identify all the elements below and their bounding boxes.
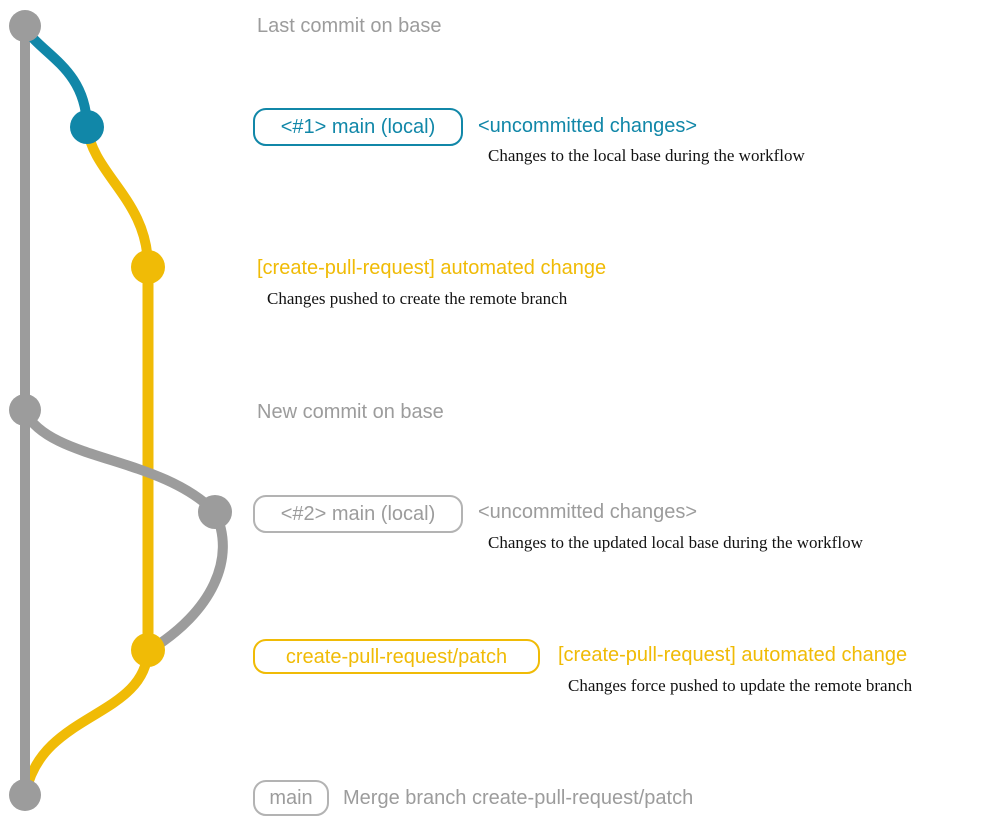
branch-tag-label: <#1> main (local) xyxy=(280,116,436,138)
patch-merge-curve xyxy=(21,649,153,794)
commit-dot-patch-1 xyxy=(131,250,165,284)
branch-tag-create-pull-request-patch: create-pull-request/patch xyxy=(253,639,540,674)
note-new-commit-on-base: New commit on base xyxy=(257,401,444,423)
commit-description-3: Changes to the updated local base during… xyxy=(488,533,863,552)
commit-dot-merge xyxy=(9,779,41,811)
commit-description-4: Changes force pushed to update the remot… xyxy=(568,676,913,695)
commit-message-merge: Merge branch create-pull-request/patch xyxy=(343,787,694,809)
commit-dot-patch-2 xyxy=(131,633,165,667)
commit-description-2: Changes pushed to create the remote bran… xyxy=(267,289,568,308)
commit-message-uncommitted-1: <uncommitted changes> xyxy=(478,115,698,137)
commit-message-automated-change-2: [create-pull-request] automated change xyxy=(558,644,908,666)
branch-tag-main: main xyxy=(253,780,329,816)
commit-description-1: Changes to the local base during the wor… xyxy=(488,146,805,165)
branch-tag-main-local-1: <#1> main (local) xyxy=(253,108,463,146)
commit-dot-local-1 xyxy=(70,110,104,144)
commit-dot-base-last xyxy=(9,10,41,42)
local-branch-curve xyxy=(20,25,92,126)
commit-dot-local-2 xyxy=(198,495,232,529)
branch-tag-label: create-pull-request/patch xyxy=(285,645,508,668)
commit-dot-base-new xyxy=(9,394,41,426)
commit-message-automated-change-1: [create-pull-request] automated change xyxy=(257,257,607,279)
local2-to-patch-curve xyxy=(147,509,228,655)
branch-tag-label: main xyxy=(269,787,313,809)
base-to-local2-curve xyxy=(20,409,219,516)
patch-branch-create-curve xyxy=(82,126,153,268)
note-last-commit-on-base: Last commit on base xyxy=(257,15,442,37)
branch-tag-label: <#2> main (local) xyxy=(280,503,436,525)
commit-message-uncommitted-2: <uncommitted changes> xyxy=(478,501,698,523)
branch-tag-main-local-2: <#2> main (local) xyxy=(253,495,463,533)
